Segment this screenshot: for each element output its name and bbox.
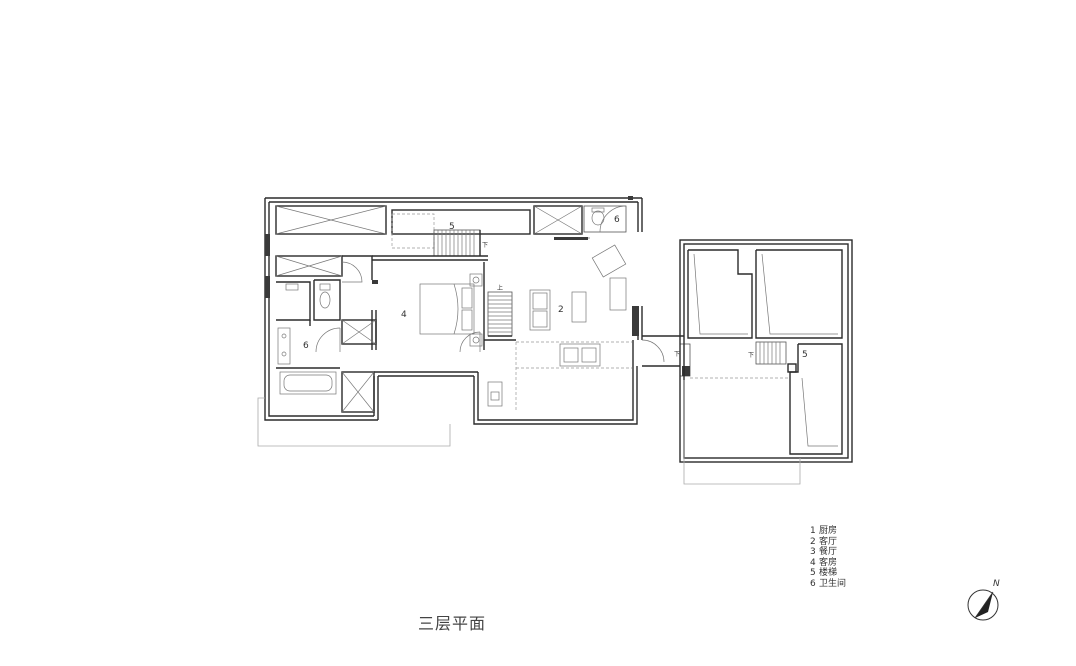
legend-item-number: 4 [810, 557, 816, 568]
compass-icon: N [967, 579, 1000, 621]
main-building-walls [257, 196, 643, 447]
legend-item-number: 3 [810, 547, 816, 557]
left-bathroom [276, 279, 377, 413]
legend-item-name: 客房 [819, 557, 838, 568]
room-label-bath-left: 6 [303, 341, 309, 351]
room-label-guest: 4 [401, 310, 407, 320]
top-stair [433, 229, 481, 257]
room-label-bath-top: 6 [614, 215, 620, 225]
mid-stair [484, 291, 516, 341]
legend-item-number: 1 [810, 526, 816, 536]
compass-north-label: N [993, 579, 1000, 589]
legend-item-number: 5 [810, 568, 816, 578]
right-annex [679, 239, 853, 485]
living-room [487, 244, 632, 410]
legend-item-name: 卫生间 [819, 578, 847, 589]
drawing-title: 三层平面 [418, 614, 487, 633]
legend-item-name: 楼梯 [819, 568, 838, 578]
stair-mark-up-mid: 上 [497, 284, 503, 292]
legend-item-number: 6 [810, 578, 816, 589]
legend-item-name: 餐厅 [819, 547, 838, 557]
top-storage [265, 205, 583, 298]
stair-mark-down-right-b: 下 [748, 352, 754, 359]
stair-mark-down-top: 下 [482, 242, 488, 249]
legend-item-name: 客厅 [819, 536, 838, 547]
legend-item-number: 2 [810, 536, 816, 547]
connecting-corridor [641, 335, 691, 377]
room-label-stair-top: 5 [449, 222, 455, 232]
top-right-bathroom [554, 205, 627, 240]
room-label-stair-right: 5 [802, 350, 808, 360]
room-label-living: 2 [558, 305, 564, 315]
legend-item-name: 厨房 [819, 526, 838, 536]
stair-mark-down-right-a: 下 [674, 351, 680, 358]
